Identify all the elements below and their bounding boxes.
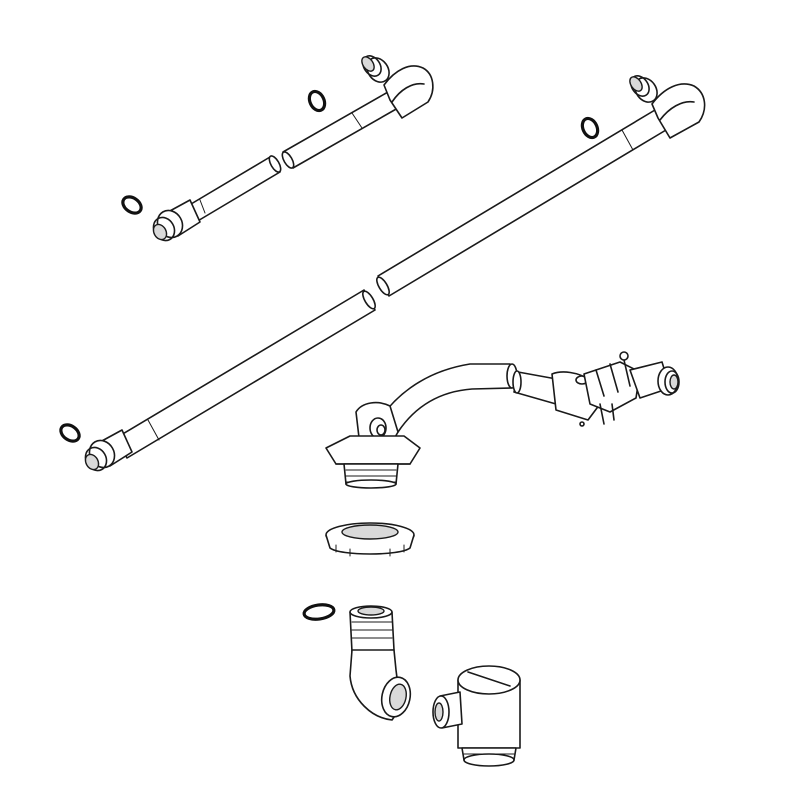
o-ring-icon bbox=[59, 423, 81, 443]
long-pipe-end-fitting bbox=[84, 429, 133, 472]
o-ring-icon bbox=[307, 89, 327, 113]
long-pipe-elbow bbox=[629, 75, 706, 139]
short-pipe-lower-segment bbox=[185, 155, 282, 223]
short-pipe-upper-segment bbox=[281, 91, 399, 169]
valve-assembly bbox=[551, 351, 680, 427]
bent-pipe-with-valve bbox=[355, 351, 680, 447]
bent-pipe-elbow bbox=[355, 401, 399, 447]
long-pipe-lower-segment bbox=[115, 289, 376, 459]
short-pipe-assembly bbox=[152, 55, 434, 242]
seal-rings bbox=[59, 89, 600, 621]
short-pipe-elbow bbox=[361, 55, 434, 119]
long-pipe-assembly bbox=[84, 75, 706, 472]
lock-nut bbox=[325, 522, 415, 557]
short-pipe-end-fitting bbox=[152, 199, 201, 242]
o-ring-icon bbox=[580, 116, 600, 140]
elbow-fitting bbox=[349, 605, 412, 721]
o-ring-icon bbox=[302, 603, 336, 621]
long-pipe-upper-segment bbox=[376, 109, 667, 297]
flanged-threaded-fitting bbox=[325, 435, 421, 489]
o-ring-icon bbox=[121, 195, 143, 215]
valve-body bbox=[432, 665, 521, 767]
